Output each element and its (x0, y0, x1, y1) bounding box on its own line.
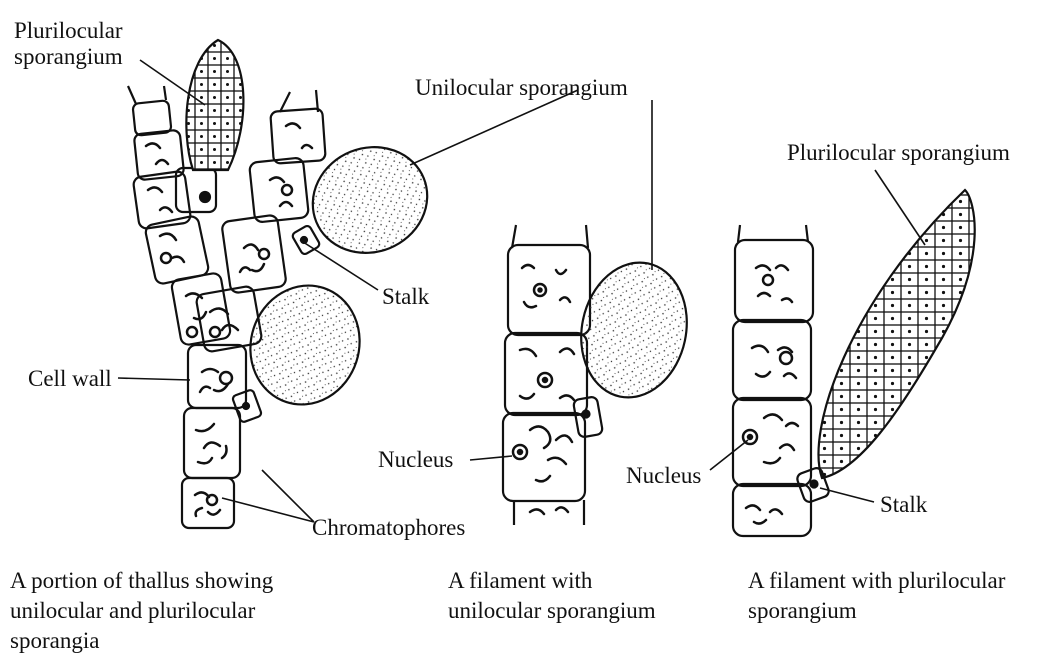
label-nucleus-right: Nucleus (626, 463, 701, 489)
label-chromatophores: Chromatophores (312, 515, 465, 541)
caption-right: A filament with plurilocular sporangium (748, 566, 1043, 626)
caption-middle: A filament with unilocular sporangium (448, 566, 718, 626)
label-stalk-left: Stalk (382, 284, 429, 310)
label-plurilocular-left: Plurilocular sporangium (14, 18, 123, 70)
right-filament (733, 190, 975, 536)
label-plurilocular-right: Plurilocular sporangium (787, 140, 1010, 166)
label-unilocular-sporangium: Unilocular sporangium (415, 75, 628, 101)
label-nucleus-middle: Nucleus (378, 447, 453, 473)
caption-left: A portion of thallus showing unilocular … (10, 566, 360, 656)
label-stalk-right: Stalk (880, 492, 927, 518)
label-cell-wall: Cell wall (28, 366, 112, 392)
